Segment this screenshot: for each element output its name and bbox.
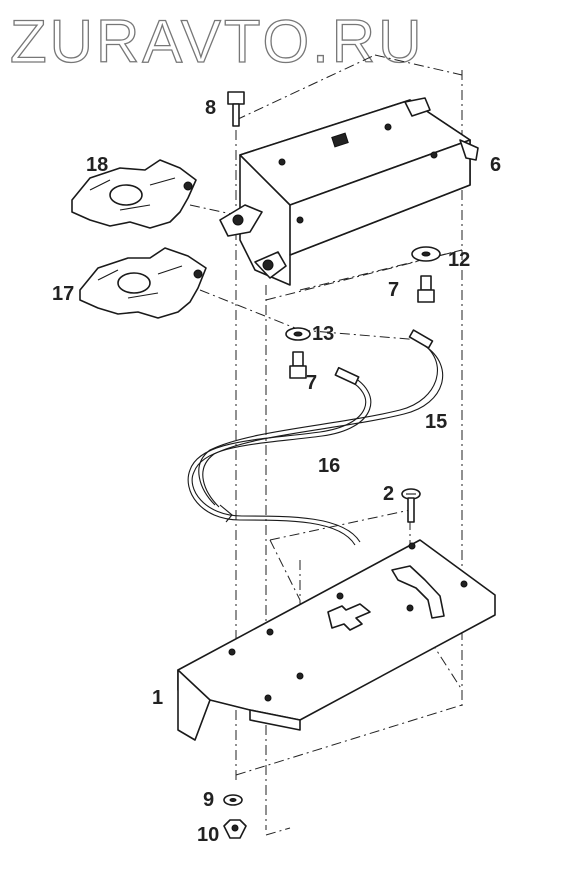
mounting-plate-part: [177, 539, 496, 741]
guide-line: [235, 54, 376, 121]
callout-label: 7: [388, 279, 400, 301]
cable-connector: [334, 366, 360, 386]
washer-hole: [421, 251, 431, 257]
cable-connector: [408, 329, 434, 349]
nut-part: [223, 819, 247, 839]
bracket-detail: [89, 177, 176, 211]
plate-cutout: [327, 603, 371, 631]
cable-16: [187, 377, 367, 546]
callout-label: 12: [448, 249, 471, 271]
guide-line: [199, 289, 301, 331]
callout-label: 15: [425, 411, 448, 433]
clamp-bracket-part: [71, 159, 197, 229]
screw-part: [401, 488, 421, 523]
washer-hole: [229, 798, 237, 802]
guide-line: [269, 509, 411, 541]
callout-label: 6: [490, 154, 502, 176]
bracket-slot: [109, 184, 143, 206]
guide-line: [299, 249, 463, 291]
plate-top: [177, 539, 496, 721]
guide-line: [299, 329, 421, 341]
screw-head: [417, 289, 435, 303]
screw-part: [417, 275, 435, 303]
callout-label: 13: [312, 323, 335, 345]
plate-hole: [408, 542, 416, 550]
bracket-pin: [183, 181, 193, 191]
watermark-text: ZURAVTO.RU: [10, 8, 424, 74]
bolt-shank: [232, 103, 240, 127]
box-hole: [278, 158, 286, 166]
screw-shank: [420, 275, 432, 291]
control-box-part: [219, 97, 479, 286]
box-mount-ear: [459, 139, 479, 161]
box-connector: [331, 132, 349, 148]
bolt-part: [227, 91, 245, 127]
cable-end: [219, 504, 233, 523]
guide-line: [189, 204, 237, 216]
washer-hole: [293, 331, 303, 337]
washer-part: [411, 246, 441, 262]
box-mount-hole: [262, 259, 274, 271]
nut-hole: [231, 824, 239, 832]
callout-label: 7: [306, 372, 318, 394]
plate-hole: [296, 672, 304, 680]
bolt-head: [227, 91, 245, 105]
bracket-slot: [117, 272, 151, 294]
guide-line: [429, 639, 463, 691]
box-mount-hole: [232, 214, 244, 226]
callout-label: 18: [86, 154, 109, 176]
plate-hole: [264, 694, 272, 702]
washer-part: [223, 794, 243, 806]
box-hole: [296, 216, 304, 224]
bracket-pin: [193, 269, 203, 279]
plate-hole: [266, 628, 274, 636]
cable-parts: [187, 329, 444, 546]
clamp-bracket-part: [79, 247, 207, 319]
callout-label: 1: [152, 687, 164, 709]
box-hole: [430, 151, 438, 159]
plate-hole: [460, 580, 468, 588]
cable-15: [198, 341, 438, 506]
screw-shank: [407, 497, 415, 523]
screw-head: [289, 365, 307, 379]
callout-label: 2: [383, 483, 395, 505]
box-hole: [384, 123, 392, 131]
plate-edge: [194, 699, 251, 741]
callout-label: 10: [197, 824, 220, 846]
box-mount-ear: [404, 97, 431, 117]
cable-15: [202, 345, 444, 508]
guide-line: [374, 54, 463, 76]
cable-16: [191, 373, 372, 543]
guide-line: [265, 827, 291, 836]
callout-label: 9: [203, 789, 215, 811]
plate-hole: [406, 604, 414, 612]
plate-hole: [228, 648, 236, 656]
bracket-detail: [97, 265, 183, 299]
watermark-logo: ZURAVTO.RU: [10, 7, 424, 74]
callout-label: 17: [52, 283, 75, 305]
callout-label: 8: [205, 97, 217, 119]
screw-shank: [292, 351, 304, 367]
washer-part: [285, 327, 311, 341]
callout-label: 16: [318, 455, 341, 477]
plate-cutout: [391, 565, 445, 619]
plate-hole: [336, 592, 344, 600]
plate-lip: [249, 709, 301, 731]
box-edge: [239, 154, 291, 255]
guide-line: [269, 539, 301, 601]
screw-part: [289, 351, 307, 379]
